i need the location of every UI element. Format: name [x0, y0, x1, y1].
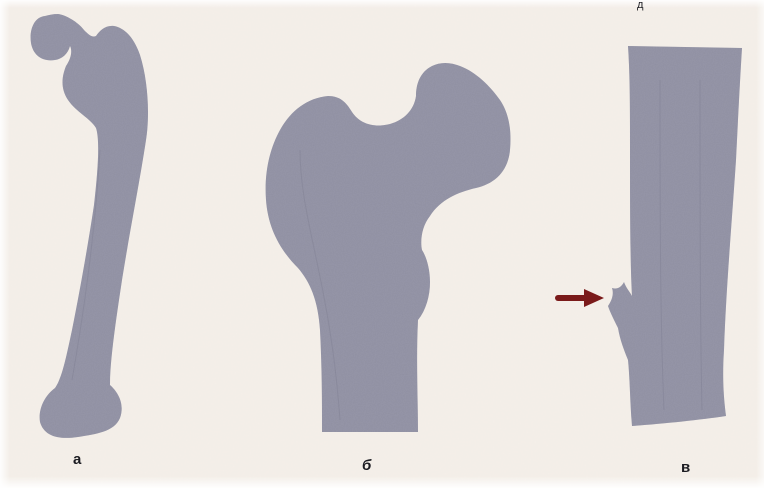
top-fragment-label: д — [637, 0, 643, 11]
figure-label-b: б — [362, 458, 371, 473]
figure-label-v: в — [681, 460, 690, 475]
figure-label-a: а — [73, 452, 81, 467]
